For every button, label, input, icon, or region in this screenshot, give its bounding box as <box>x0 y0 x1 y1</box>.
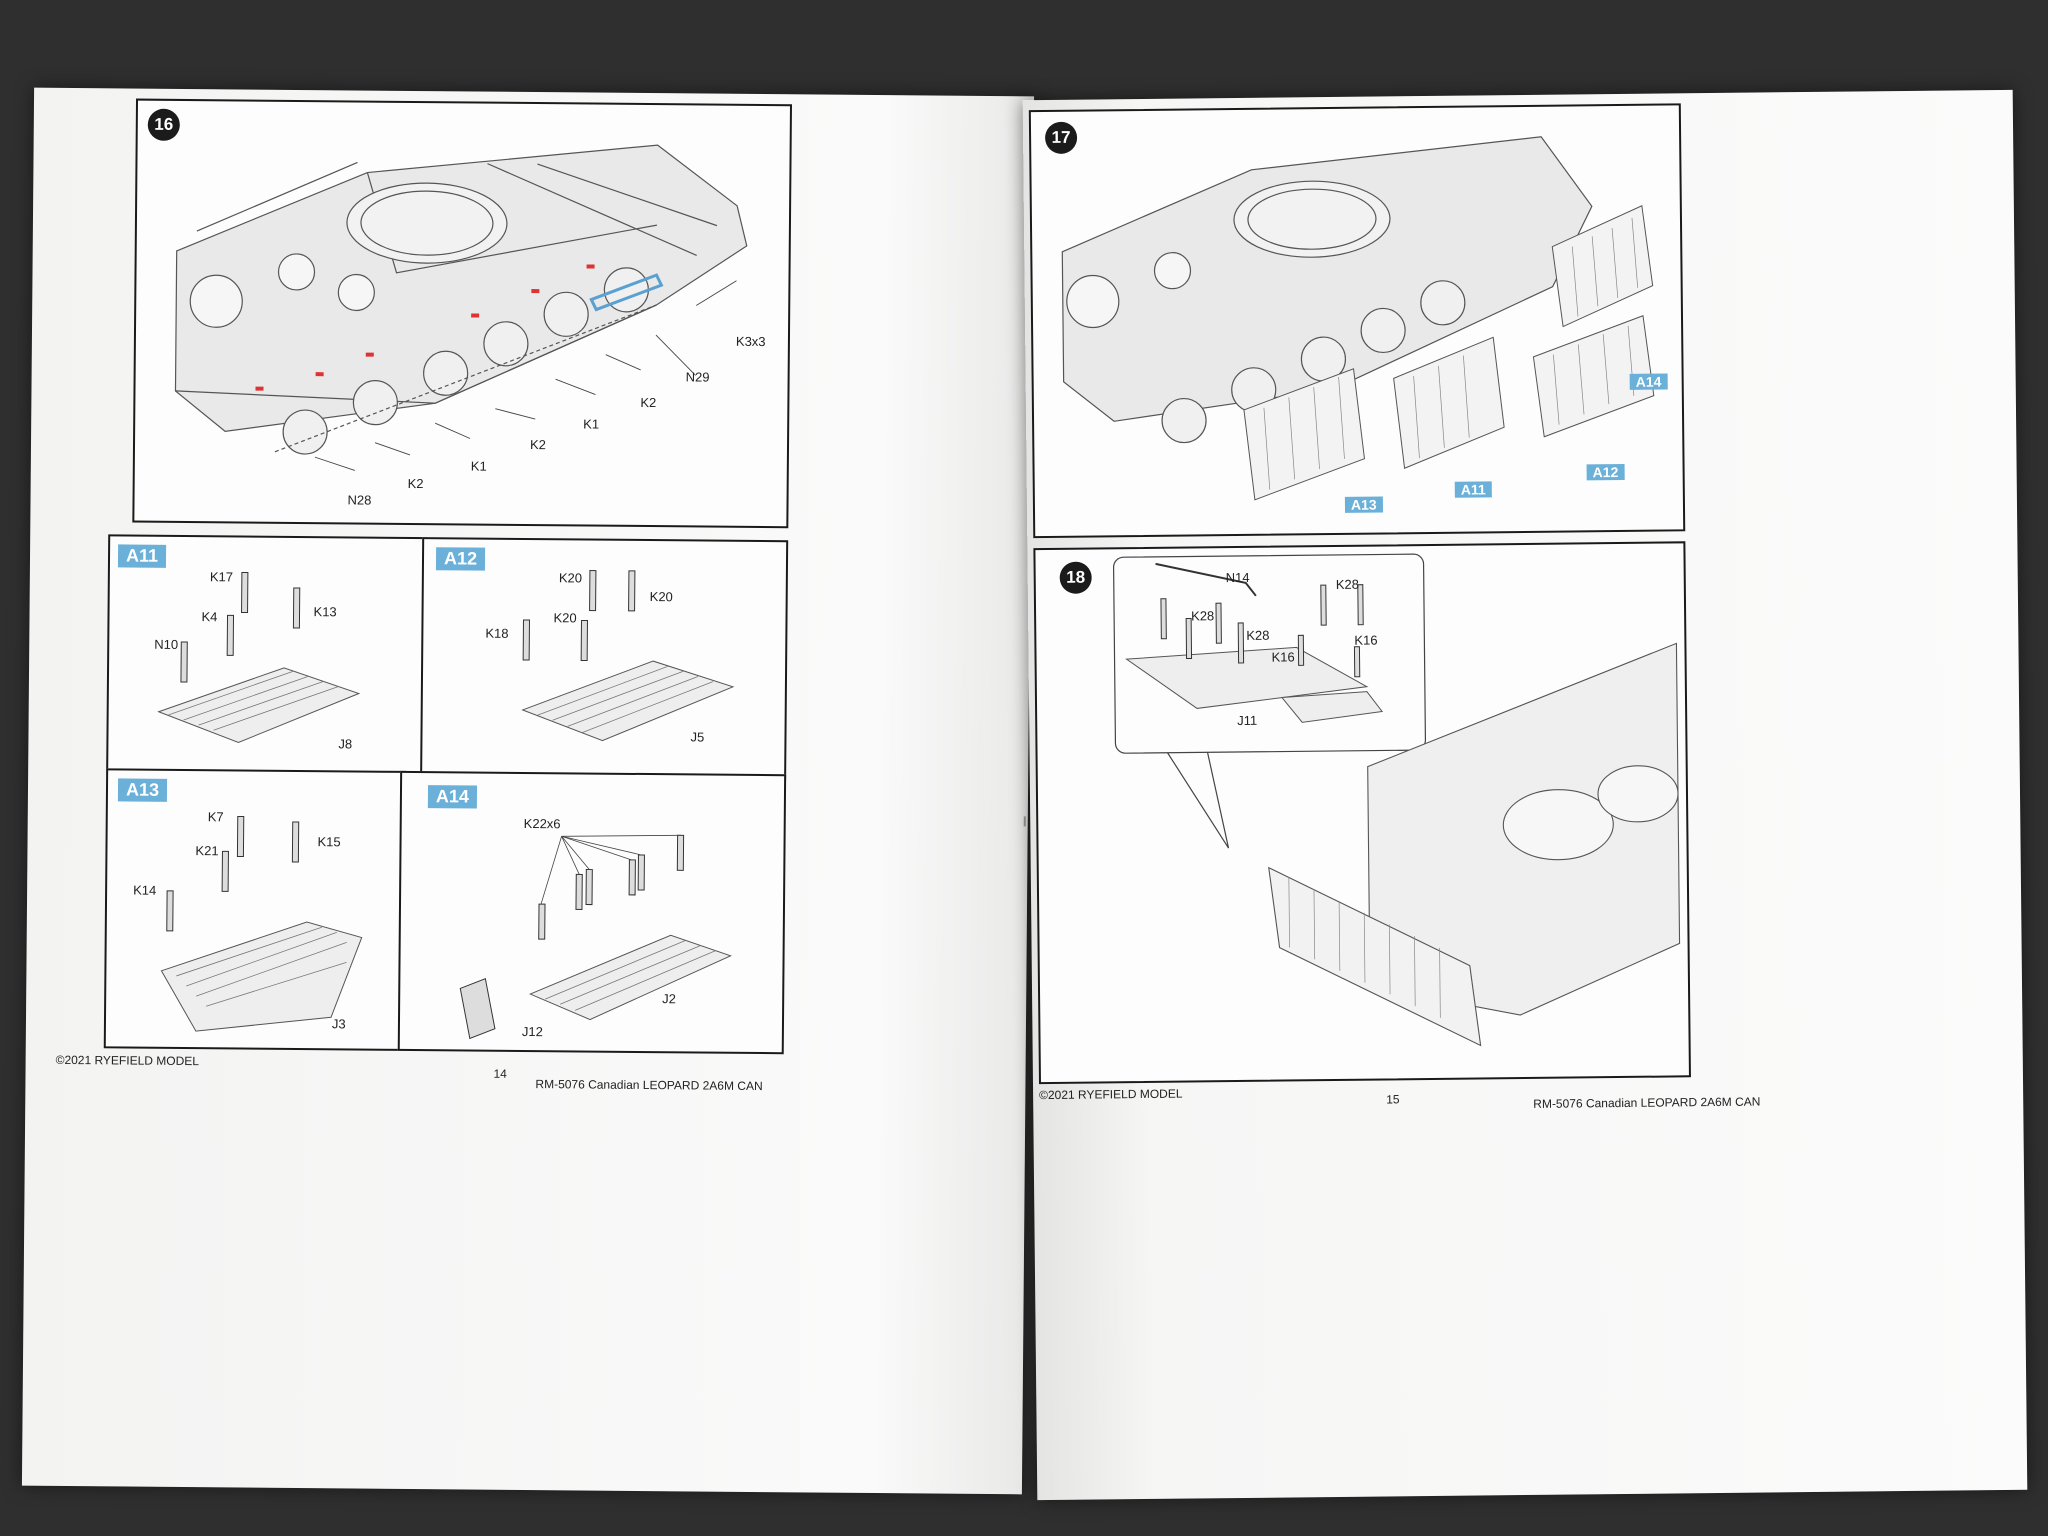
staple <box>1023 816 1026 827</box>
part-label: K18 <box>485 625 509 641</box>
subassembly-tag: A11 <box>1454 481 1492 498</box>
part-label: K4 <box>201 609 218 625</box>
part-label: K22x6 <box>523 815 561 832</box>
footer-copyright: ©2021 RYEFIELD MODEL <box>55 1052 200 1069</box>
subassembly-tag: A13 <box>1344 496 1383 513</box>
part-label: J5 <box>690 729 705 745</box>
footer-product: RM-5076 Canadian LEOPARD 2A6M CAN <box>1533 1094 1761 1111</box>
part-label: N10 <box>154 636 179 652</box>
subassembly-tag: A14 <box>1629 373 1668 390</box>
part-label: K17 <box>209 569 234 585</box>
part-label: K28 <box>1246 627 1270 643</box>
part-label: K21 <box>195 843 219 859</box>
footer-copyright: ©2021 RYEFIELD MODEL <box>1039 1086 1183 1103</box>
footer-page-number: 15 <box>1386 1092 1400 1107</box>
part-label: K15 <box>317 834 341 850</box>
part-label: K20 <box>553 610 577 626</box>
subassembly-a13-panel: A13 K7 K21 K15 K14 J3 <box>103 768 407 1051</box>
footer-page-number: 14 <box>493 1066 507 1081</box>
step-17-panel: 17 <box>1028 103 1686 539</box>
part-label: K16 <box>1354 632 1378 648</box>
subassembly-a14-panel: A14 K22x6 J2 J12 <box>397 770 787 1055</box>
grille-drawing <box>157 571 361 744</box>
part-label: K7 <box>207 809 224 825</box>
tank-hull-drawing <box>174 144 748 471</box>
part-label: K20 <box>649 589 673 605</box>
right-page: 17 <box>1022 89 2028 1501</box>
part-label: K14 <box>133 882 157 898</box>
grille-drawing <box>459 834 732 1040</box>
part-label: N29 <box>685 369 710 385</box>
part-label: K28 <box>1335 576 1360 592</box>
subassembly-tag: A12 <box>1586 463 1625 481</box>
step-18-panel: 18 <box>1033 541 1691 1085</box>
part-label: K2 <box>640 394 657 411</box>
step-16-panel: 16 <box>132 98 793 529</box>
grille-drawing <box>521 570 735 742</box>
tank-hull-drawing <box>1061 136 1655 501</box>
part-label: K20 <box>558 570 583 586</box>
part-label: K16 <box>1271 649 1295 665</box>
part-label: K28 <box>1191 608 1215 624</box>
part-label: N28 <box>347 492 372 508</box>
part-label: K3x3 <box>735 333 766 350</box>
subassembly-a11-panel: A11 K17 K4 K13 N10 J8 <box>106 534 429 778</box>
tank-rear-drawing <box>1112 553 1681 1047</box>
left-page: 16 <box>21 87 1035 1495</box>
part-label: K2 <box>407 475 424 492</box>
part-label: K13 <box>313 604 337 620</box>
part-label: J8 <box>338 736 353 752</box>
part-label: K1 <box>470 458 487 474</box>
footer-product: RM-5076 Canadian LEOPARD 2A6M CAN <box>535 1077 763 1094</box>
part-label: N14 <box>1225 569 1250 586</box>
part-label: K2 <box>529 437 546 453</box>
subassembly-a12-panel: A12 K20 K20 K18 K20 J5 <box>420 537 789 781</box>
part-label: J11 <box>1237 712 1258 729</box>
part-label: K1 <box>583 416 600 432</box>
part-label: J12 <box>521 1023 543 1040</box>
part-label: J2 <box>662 991 676 1007</box>
grille-drawing <box>160 815 363 1032</box>
part-label: J3 <box>331 1016 346 1032</box>
